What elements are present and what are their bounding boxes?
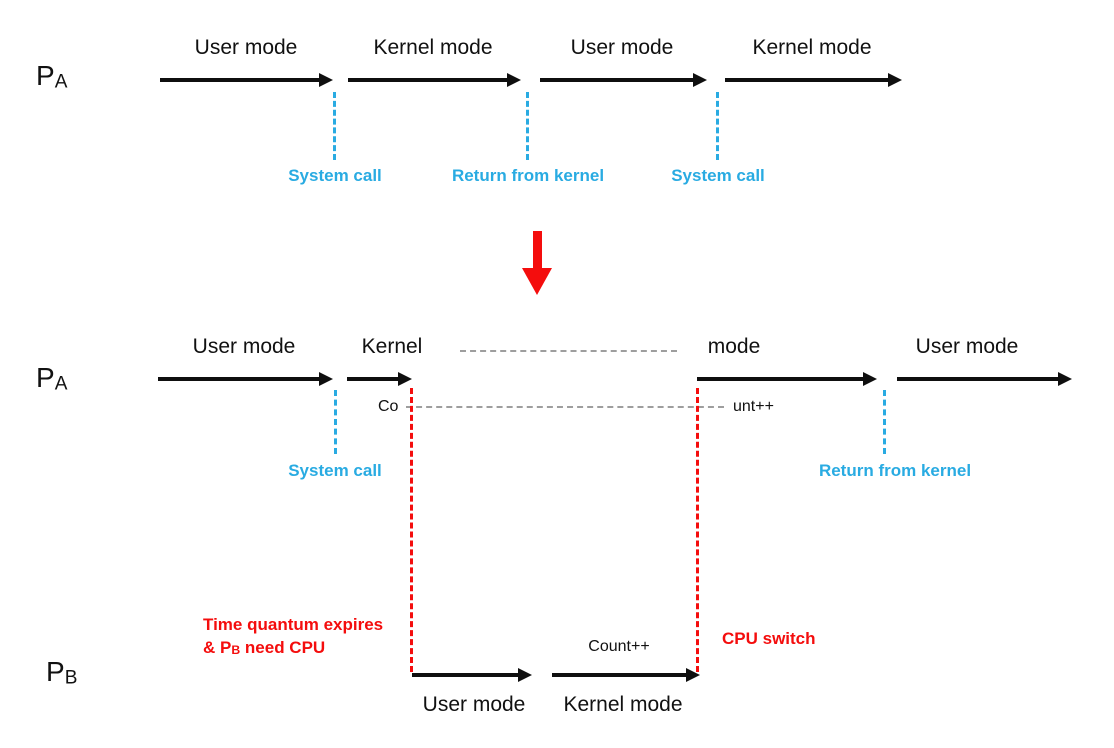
timeline-arrow: [158, 372, 333, 386]
event-label: System call: [288, 461, 382, 480]
segment-label: User mode: [194, 36, 298, 59]
time-quantum-dashed-line: [410, 388, 413, 672]
segment-label: Kernel mode: [752, 36, 872, 59]
event-label: System call: [288, 166, 382, 185]
transform-down-arrow-shaft: [533, 231, 542, 270]
kernel-mode-split-connector: [460, 350, 677, 352]
count-label: Count++: [588, 638, 650, 655]
process-a-label-bottom: PA: [36, 362, 68, 395]
process-letter: P: [36, 362, 55, 393]
process-a-label-top: PA: [36, 60, 68, 93]
timeline-arrow: [160, 73, 333, 87]
process-letter: P: [36, 60, 55, 91]
event-dashed-line: [883, 390, 886, 454]
timeline-arrow: [897, 372, 1072, 386]
timeline-arrow: [725, 73, 902, 87]
segment-label: User mode: [192, 335, 296, 358]
event-label: System call: [671, 166, 765, 185]
timeline-arrow: [348, 73, 521, 87]
note-line2-subscript: B: [231, 643, 241, 658]
note-line1: Time quantum expires: [203, 615, 384, 634]
process-subscript: A: [54, 373, 68, 395]
count-label-left: Co: [378, 398, 399, 415]
segment-label: Kernel mode: [563, 693, 683, 716]
count-split-connector: [406, 406, 724, 408]
cpu-switch-note: CPU switch: [722, 629, 816, 648]
time-quantum-note: Time quantum expires & PB need CPU: [203, 613, 383, 662]
count-label-right: unt++: [733, 398, 774, 415]
process-letter: P: [46, 656, 65, 687]
event-dashed-line: [526, 92, 529, 160]
segment-label: User mode: [570, 36, 674, 59]
segment-label: Kernel: [361, 335, 423, 358]
timeline-arrow: [552, 668, 700, 682]
segment-label: User mode: [915, 335, 1019, 358]
event-label: Return from kernel: [451, 166, 605, 185]
process-b-label: PB: [46, 656, 78, 689]
timeline-arrow: [540, 73, 707, 87]
transform-down-arrow-icon: [522, 268, 552, 295]
event-label: Return from kernel: [818, 461, 972, 480]
event-dashed-line: [333, 92, 336, 160]
segment-label: User mode: [422, 693, 526, 716]
timeline-arrow: [412, 668, 532, 682]
event-dashed-line: [716, 92, 719, 160]
cpu-switch-dashed-line: [696, 388, 699, 672]
segment-label: mode: [707, 335, 761, 358]
process-subscript: A: [54, 71, 68, 93]
note-line2-prefix: & P: [203, 638, 232, 657]
process-subscript: B: [64, 667, 78, 689]
note-line2-suffix: need CPU: [240, 638, 326, 657]
timeline-arrow: [697, 372, 877, 386]
event-dashed-line: [334, 390, 337, 454]
timeline-arrow: [347, 372, 412, 386]
segment-label: Kernel mode: [373, 36, 493, 59]
